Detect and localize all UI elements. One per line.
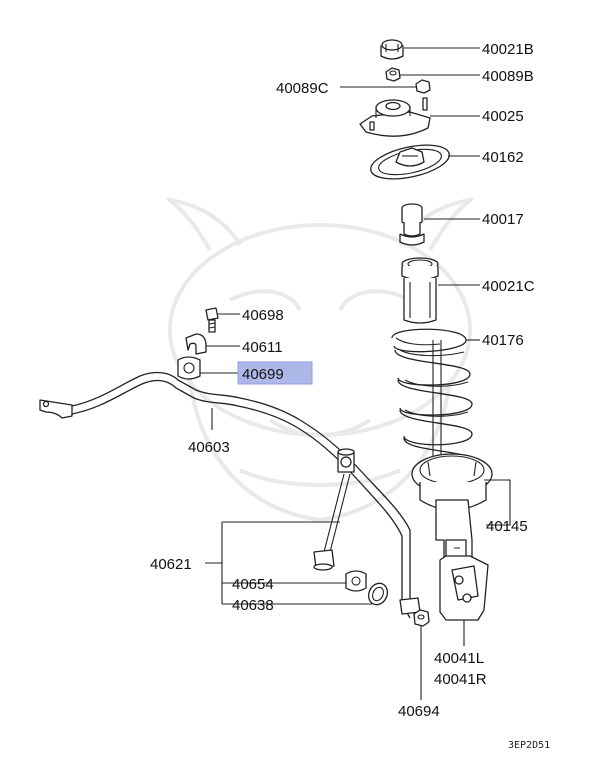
label-40611[interactable]: 40611 <box>242 339 283 356</box>
part-40089b-nut[interactable] <box>385 67 401 82</box>
label-40025[interactable]: 40025 <box>482 108 524 125</box>
part-40021b-cap[interactable] <box>380 39 404 60</box>
label-40638[interactable]: 40638 <box>232 597 274 614</box>
label-40021c[interactable]: 40021C <box>482 278 535 295</box>
watermark-emblem <box>164 196 476 523</box>
label-40176[interactable]: 40176 <box>482 332 524 349</box>
part-40699-bushing[interactable] <box>177 356 201 380</box>
part-40041-strut[interactable] <box>435 499 489 621</box>
label-40699[interactable]: 40699 <box>242 366 284 383</box>
part-40025-upper-mount[interactable] <box>359 97 431 137</box>
leader-lines <box>200 47 511 700</box>
part-40162-spring-seat[interactable] <box>368 139 452 185</box>
label-40654[interactable]: 40654 <box>232 576 274 593</box>
part-40021c-dust-boot[interactable] <box>401 257 439 324</box>
highlight-box-40699 <box>237 361 313 385</box>
label-40041r[interactable]: 40041R <box>434 671 487 688</box>
label-40021b[interactable]: 40021B <box>482 41 534 58</box>
part-40638-ring[interactable] <box>365 580 391 608</box>
label-40698[interactable]: 40698 <box>242 307 284 324</box>
label-40089c[interactable]: 40089C <box>276 80 329 97</box>
part-40089c-nut[interactable] <box>415 79 431 94</box>
label-40041l[interactable]: 40041L <box>434 650 484 667</box>
label-40089b[interactable]: 40089B <box>482 68 534 85</box>
part-40017-bump-stop[interactable] <box>399 203 425 246</box>
part-40603-stabilizer-bar[interactable] <box>39 371 421 619</box>
label-40145[interactable]: 40145 <box>486 518 528 535</box>
label-40694[interactable]: 40694 <box>398 703 440 720</box>
part-40698-bolt[interactable] <box>205 307 219 333</box>
label-40621[interactable]: 40621 <box>150 556 192 573</box>
diagram-code: 3EP2D51 <box>508 740 550 751</box>
part-40621-stabilizer-link[interactable] <box>313 448 355 571</box>
part-40694-nut[interactable] <box>413 609 430 627</box>
part-40611-bracket[interactable] <box>185 333 207 355</box>
label-40162[interactable]: 40162 <box>482 149 524 166</box>
part-40654-link-bushing[interactable] <box>345 570 367 592</box>
label-40603[interactable]: 40603 <box>188 439 230 456</box>
label-40017[interactable]: 40017 <box>482 211 524 228</box>
part-40145-lower-seat[interactable] <box>411 453 493 511</box>
